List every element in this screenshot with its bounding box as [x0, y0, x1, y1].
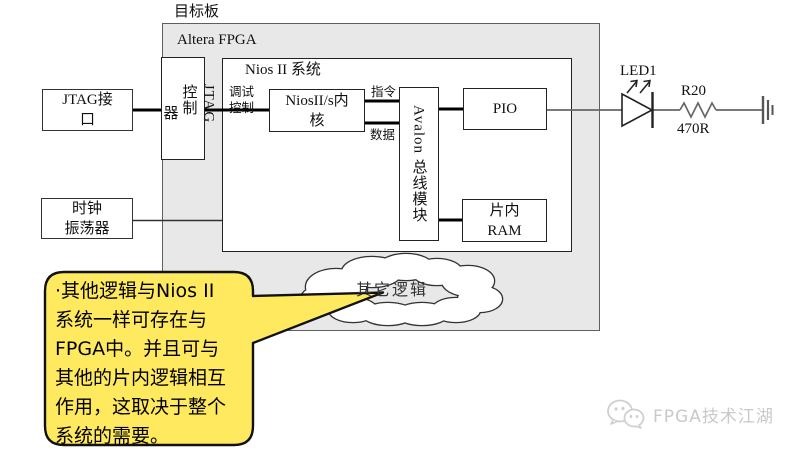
- nios-core-line2: 核: [309, 112, 325, 129]
- ram-line2: RAM: [487, 222, 522, 239]
- board-title: 目标板: [174, 4, 220, 20]
- ground-symbol: [761, 96, 774, 124]
- instruction-label: 指令: [371, 85, 397, 99]
- jtag-controller-box: JTAG控制 器: [160, 57, 217, 160]
- clock-line2: 振荡器: [64, 220, 110, 237]
- jtag-interface-line1: JTAG接: [62, 92, 113, 108]
- led-label: LED1: [620, 63, 657, 79]
- jtag-interface-box: JTAG接 口: [42, 89, 133, 131]
- resistor-value-label: 470R: [677, 121, 710, 137]
- led-diode-symbol: [621, 79, 654, 128]
- pio-box: PIO: [463, 88, 547, 130]
- nios-core-line1: NiosII/s内: [285, 92, 349, 109]
- jtag-controller-label: JTAG控制: [180, 83, 217, 123]
- clock-oscillator-box: 时钟 振荡器: [41, 198, 133, 239]
- watermark-text: FPGA技术江湖: [653, 406, 774, 427]
- clock-line1: 时钟: [71, 200, 102, 217]
- watermark: FPGA技术江湖: [605, 399, 774, 429]
- led-emission-arrows: [626, 79, 651, 94]
- nios-system-title: Nios II 系统: [245, 62, 321, 78]
- nios-core-box: NiosII/s内 核: [269, 89, 365, 132]
- fpga-title: Altera FPGA: [177, 32, 257, 48]
- data-label: 数据: [370, 128, 396, 142]
- avalon-bus-label: Avalon 总线模块: [410, 105, 427, 223]
- onchip-ram-box: 片内 RAM: [462, 199, 547, 242]
- debug-control-label: 调试 控制: [229, 85, 255, 115]
- ram-line1: 片内: [489, 202, 520, 219]
- cloud-label: 其它逻辑: [356, 282, 429, 299]
- wechat-icon: [607, 399, 645, 429]
- resistor-ref-label: R20: [681, 83, 707, 99]
- pio-label: PIO: [492, 101, 518, 117]
- jtag-interface-line2: 口: [79, 112, 95, 128]
- avalon-bus-box: Avalon 总线模块: [399, 87, 439, 241]
- resistor-symbol: [679, 101, 717, 119]
- callout-text: ·其他逻辑与Nios II 系统一样可存在与 FPGA中。并且可与 其他的片内逻…: [55, 280, 227, 447]
- jtag-controller-wrap-char: 器: [163, 106, 179, 122]
